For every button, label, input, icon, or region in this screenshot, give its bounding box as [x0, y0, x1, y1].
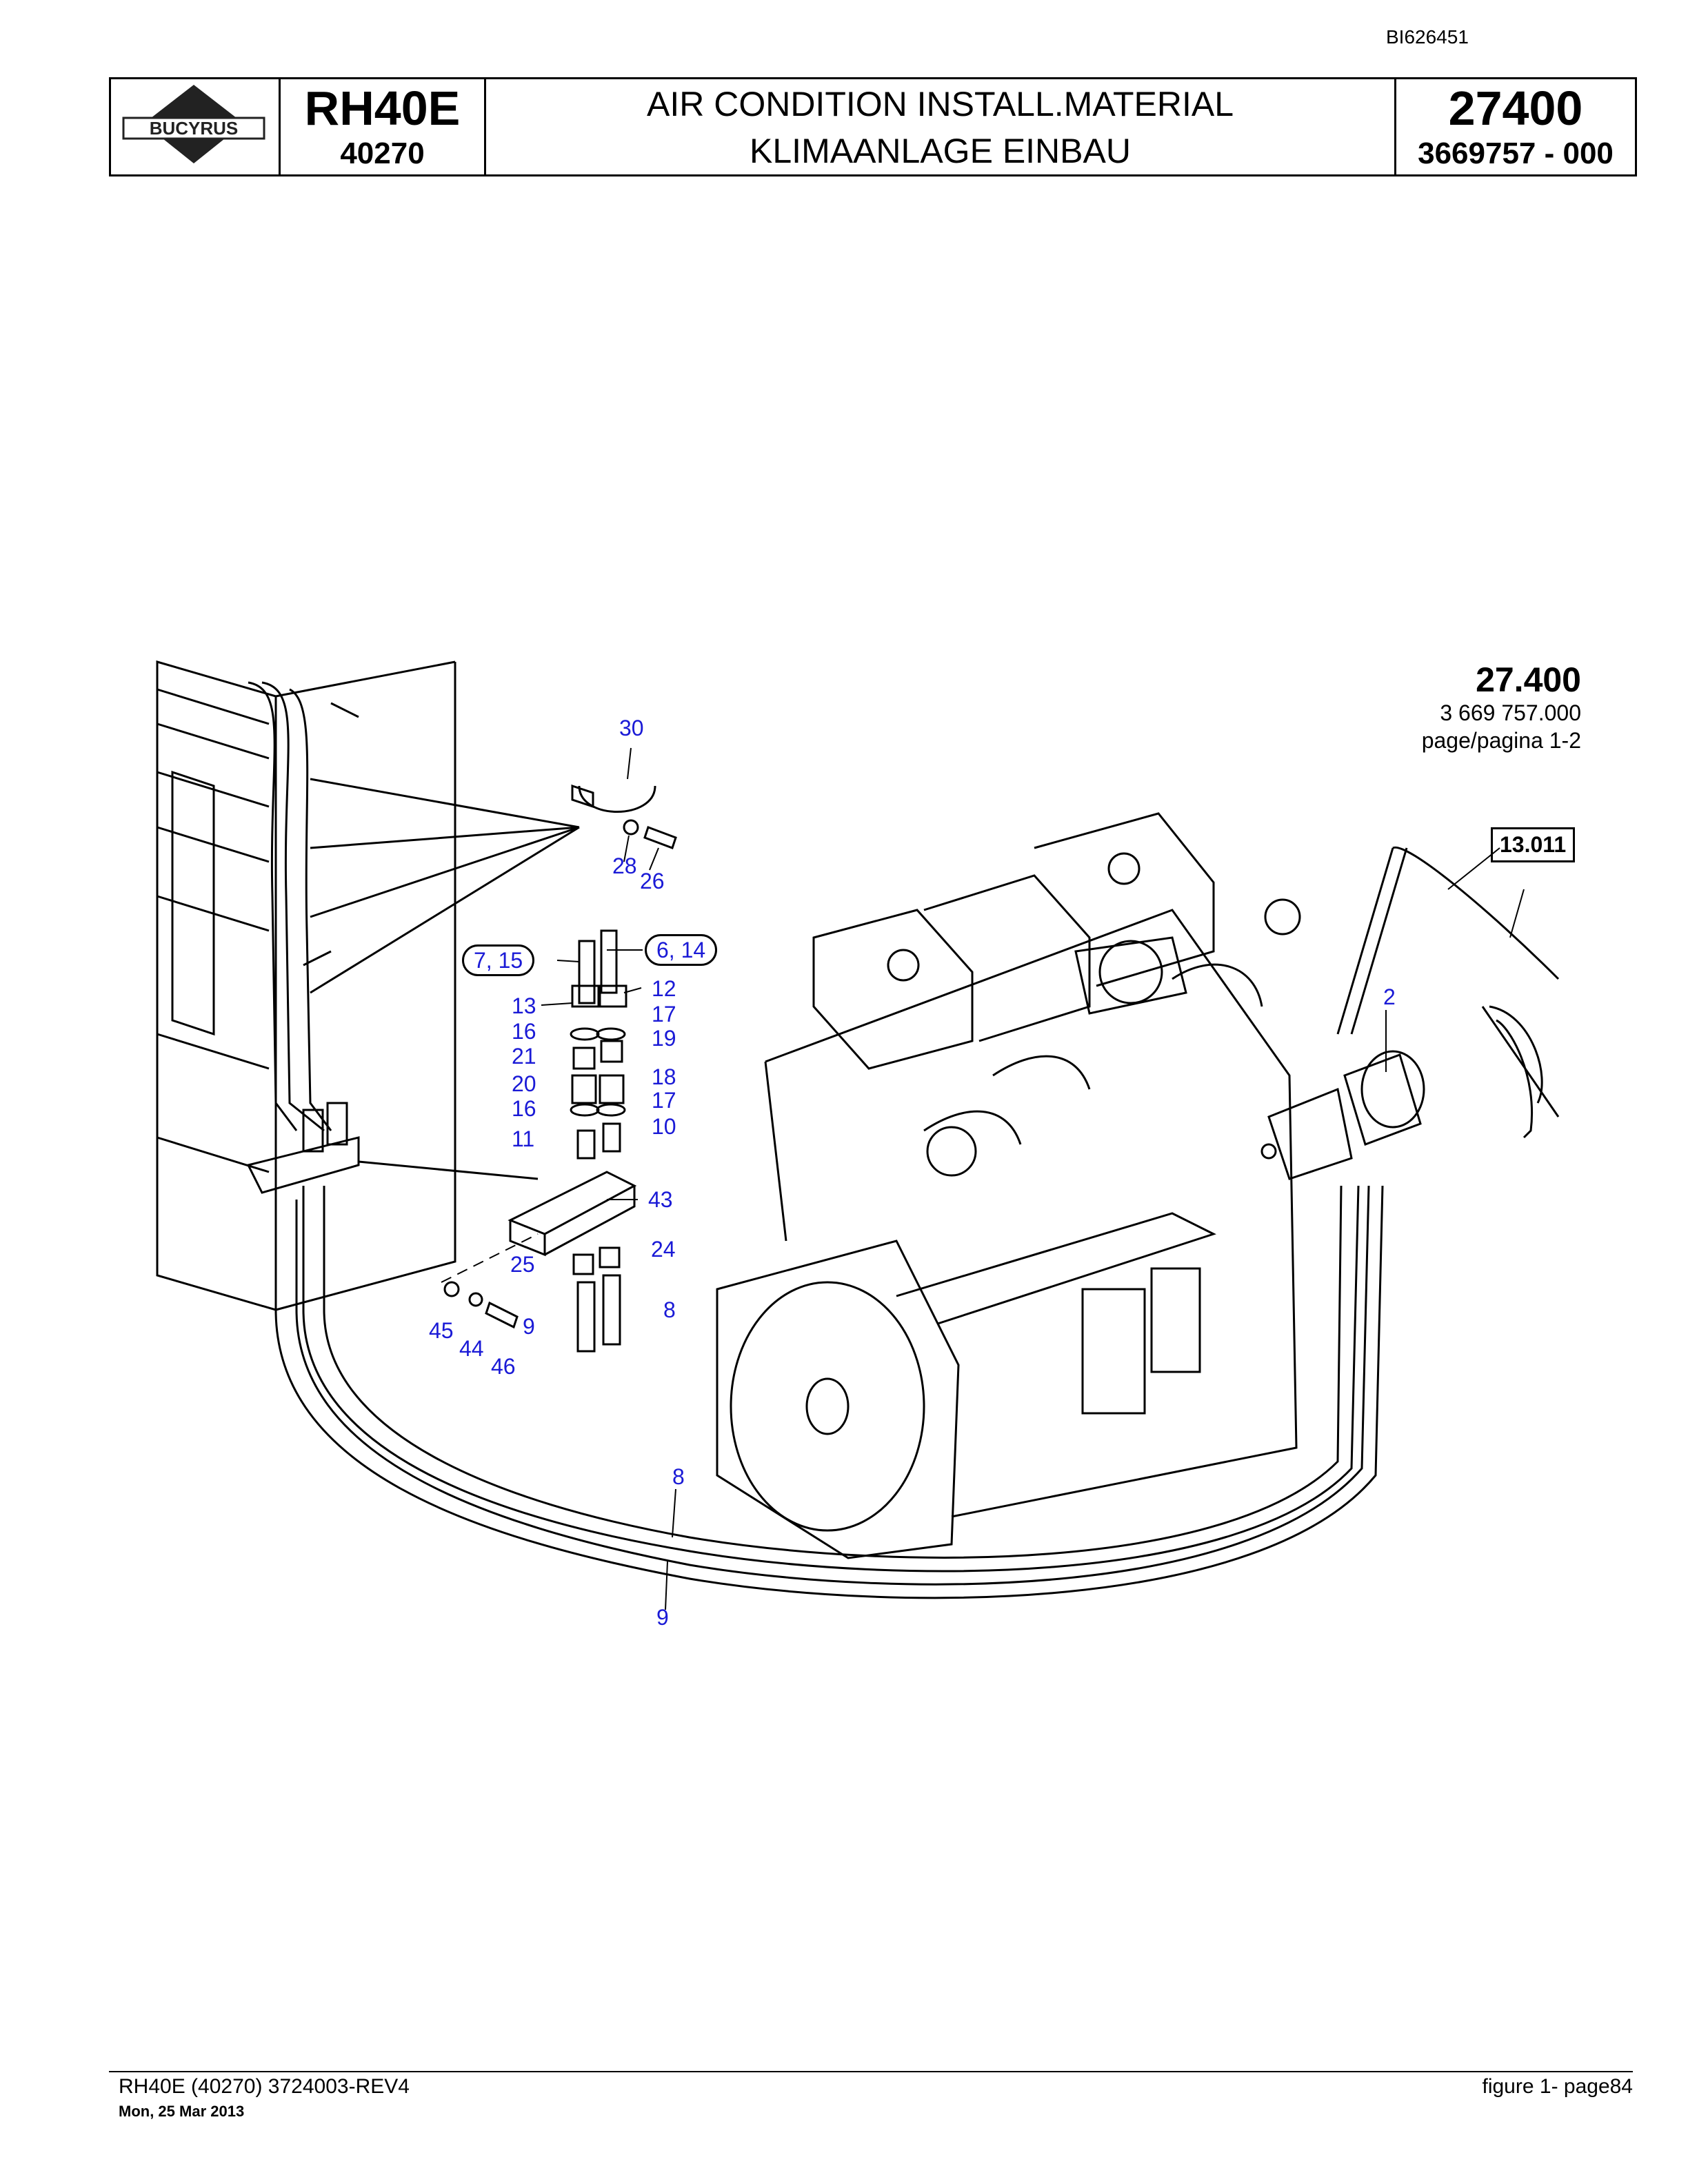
title-block: BUCYRUS RH40E 40270 AIR CONDITION INSTAL…	[109, 77, 1637, 176]
callout-20: 20	[512, 1071, 536, 1096]
callout-2: 2	[1383, 984, 1396, 1009]
callout-26: 26	[640, 869, 665, 893]
bucyrus-logo: BUCYRUS	[122, 85, 265, 163]
callout-30: 30	[619, 716, 644, 740]
callout-6-14: 6, 14	[645, 934, 718, 966]
title-cell: AIR CONDITION INSTALL.MATERIAL KLIMAANLA…	[486, 79, 1396, 174]
callout-16-upper: 16	[512, 1019, 536, 1044]
lower-fittings	[443, 1246, 621, 1353]
part-number: 3669757 - 000	[1418, 136, 1614, 170]
hose-bracket-left	[246, 1102, 360, 1194]
figure-part-ref: 3 669 757.000	[1440, 700, 1581, 725]
callout-44: 44	[459, 1336, 484, 1361]
footer-date: Mon, 25 Mar 2013	[119, 2103, 245, 2120]
title-german: KLIMAANLAGE EINBAU	[750, 132, 1131, 170]
figure-reference: 27.400 3 669 757.000 page/pagina 1-2	[1422, 660, 1581, 754]
fitting-stack	[570, 929, 627, 1160]
callout-7-15: 7, 15	[462, 944, 535, 976]
callout-24: 24	[651, 1237, 676, 1262]
callout-16-lower: 16	[512, 1096, 536, 1121]
callout-25: 25	[510, 1252, 535, 1277]
footer-page: figure 1- page84	[1482, 2075, 1634, 2098]
code-cell: 27400 3669757 - 000	[1396, 79, 1635, 174]
cab-body	[156, 660, 456, 1311]
callout-19: 19	[652, 1026, 676, 1051]
callout-46: 46	[491, 1354, 516, 1379]
callout-12: 12	[652, 976, 676, 1001]
callout-21: 21	[512, 1044, 536, 1069]
clamp-leader-arrows	[310, 778, 580, 1180]
callout-17-lower: 17	[652, 1088, 676, 1113]
document-id: BI626451	[1386, 26, 1469, 48]
drive-belts	[1336, 846, 1560, 1139]
figure-number: 27.400	[1476, 660, 1581, 699]
centerline	[441, 1233, 539, 1283]
bracket-43	[508, 1171, 637, 1257]
compressor-2	[1260, 1050, 1425, 1180]
cross-reference-box: 13.011	[1491, 827, 1576, 862]
callout-28: 28	[612, 853, 637, 878]
logo-text: BUCYRUS	[150, 118, 239, 139]
callout-11: 11	[512, 1126, 535, 1151]
callout-9-upper: 9	[523, 1314, 535, 1339]
model-name: RH40E	[304, 81, 461, 135]
footer-rule	[109, 2071, 1633, 2072]
callout-8-upper: 8	[663, 1297, 676, 1322]
serial-number: 40270	[340, 136, 425, 170]
title-english: AIR CONDITION INSTALL.MATERIAL	[646, 85, 1234, 123]
figure-page-ref: page/pagina 1-2	[1421, 728, 1581, 753]
callout-13: 13	[512, 993, 536, 1018]
footer-doc-ref: RH40E (40270) 3724003-REV4	[119, 2075, 410, 2098]
pipe-clamp-30	[571, 784, 677, 849]
flywheel-housing	[716, 1240, 960, 1559]
model-cell: RH40E 40270	[281, 79, 486, 174]
logo-cell: BUCYRUS	[111, 79, 281, 174]
group-number: 27400	[1448, 81, 1583, 135]
callout-10: 10	[652, 1114, 676, 1139]
callout-9-lower: 9	[656, 1605, 669, 1630]
callout-43: 43	[648, 1187, 673, 1212]
callout-8-lower: 8	[672, 1464, 685, 1489]
engine-block	[764, 812, 1301, 1518]
hose-lines-8-9	[274, 1185, 1384, 1599]
callout-leaders	[541, 747, 1525, 1610]
cab-hoses	[248, 681, 332, 1132]
callout-17-upper: 17	[652, 1002, 676, 1027]
callout-18: 18	[652, 1064, 676, 1089]
callout-45: 45	[429, 1318, 454, 1343]
